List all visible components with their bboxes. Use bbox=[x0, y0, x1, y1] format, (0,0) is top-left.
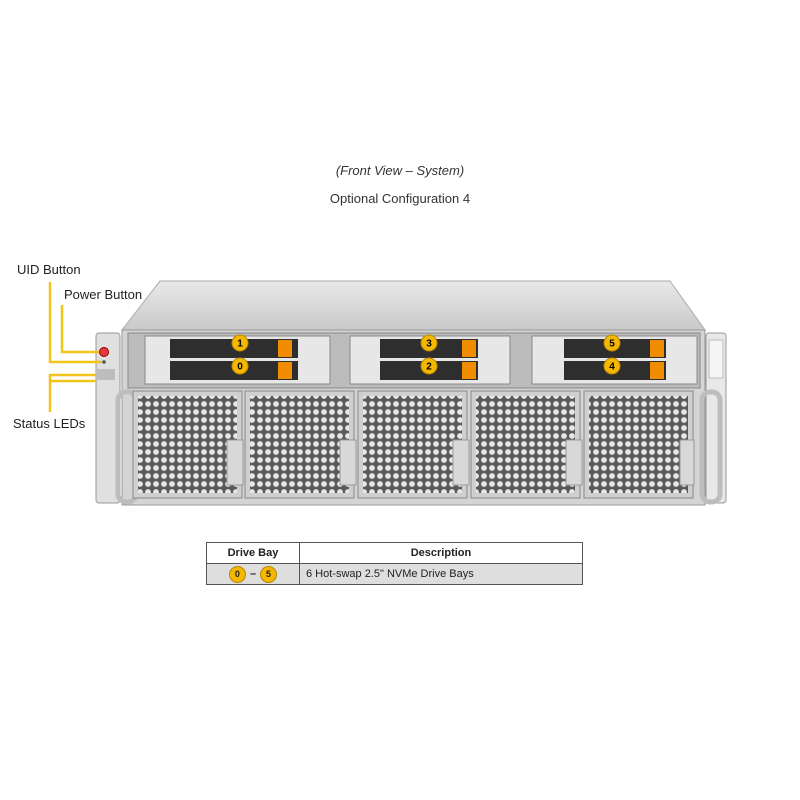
status-leds-callout-line bbox=[48, 373, 96, 412]
svg-text:4: 4 bbox=[609, 362, 615, 373]
svg-text:5: 5 bbox=[609, 339, 615, 350]
status-leds-icon bbox=[97, 369, 115, 380]
svg-text:0: 0 bbox=[237, 362, 243, 373]
drive-bay-badge: 0 bbox=[231, 357, 249, 375]
drive-bay-badge: 3 bbox=[420, 334, 438, 352]
callout-lines bbox=[48, 282, 102, 412]
header-description: Description bbox=[299, 542, 583, 564]
power-button-label: Power Button bbox=[64, 287, 143, 302]
drive-bay-table: Drive Bay Description 0–5 6 Hot-swap 2.5… bbox=[206, 542, 583, 585]
uid-button-label: UID Button bbox=[17, 262, 81, 277]
fan-module-5 bbox=[583, 390, 695, 499]
header-drive-bay: Drive Bay bbox=[206, 542, 300, 564]
bay-range-dash: – bbox=[249, 568, 257, 580]
drive-bay-badge: 2 bbox=[420, 357, 438, 375]
chassis-top bbox=[120, 280, 706, 331]
power-button-icon bbox=[99, 347, 109, 357]
drive-bay-badge: 1 bbox=[231, 334, 249, 352]
status-leds-label: Status LEDs bbox=[13, 416, 86, 431]
bay-to-badge: 5 bbox=[260, 565, 278, 583]
bay-from-badge: 0 bbox=[228, 565, 246, 583]
fan-module-2 bbox=[244, 390, 357, 499]
power-callout-line bbox=[60, 305, 99, 354]
table-row: 0–5 6 Hot-swap 2.5" NVMe Drive Bays bbox=[206, 563, 583, 585]
fan-module-4 bbox=[470, 390, 583, 499]
config-title: Optional Configuration 4 bbox=[329, 191, 471, 206]
fan-module-1 bbox=[132, 390, 244, 499]
svg-text:1: 1 bbox=[237, 339, 243, 350]
fan-module-3 bbox=[357, 390, 470, 499]
svg-text:2: 2 bbox=[426, 362, 432, 373]
drive-bay-range: 0–5 bbox=[206, 563, 300, 585]
view-title: (Front View – System) bbox=[335, 163, 465, 178]
drive-bay-badge: 5 bbox=[603, 334, 621, 352]
right-handle bbox=[699, 389, 723, 505]
uid-button-icon bbox=[102, 360, 106, 364]
drive-description: 6 Hot-swap 2.5" NVMe Drive Bays bbox=[299, 563, 583, 585]
svg-text:3: 3 bbox=[426, 339, 432, 350]
drive-bay-badge: 4 bbox=[603, 357, 621, 375]
drive-group-3 bbox=[531, 335, 698, 385]
uid-callout-line bbox=[48, 282, 102, 364]
table-header-row: Drive Bay Description bbox=[206, 542, 583, 564]
server-front-diagram: 1 0 3 2 5 4 bbox=[48, 280, 727, 506]
